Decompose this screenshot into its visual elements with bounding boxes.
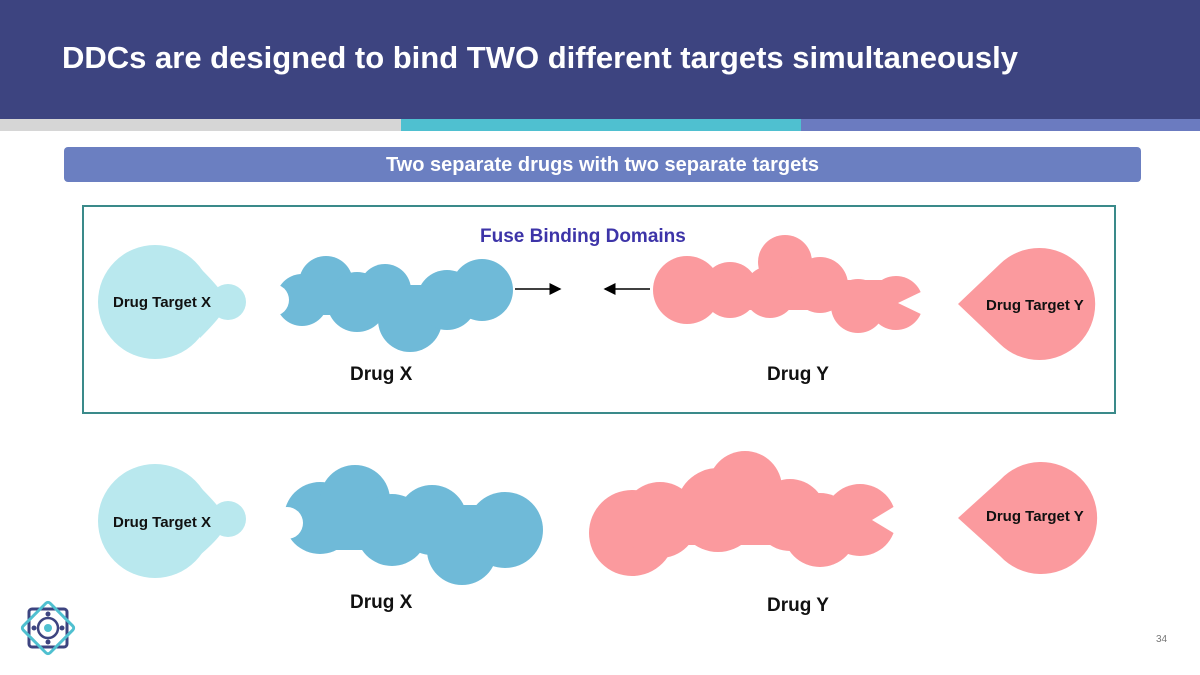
drug-target-x-label-top: Drug Target X <box>113 294 212 311</box>
drug-target-x-shape-bottom <box>98 464 246 578</box>
drug-x-shape-bottom <box>284 465 543 585</box>
header-bar <box>0 0 1200 119</box>
drug-y-label-top: Drug Y <box>767 364 829 385</box>
drug-target-y-label-top: Drug Target Y <box>986 297 1084 314</box>
drug-y-shape-top <box>653 235 923 333</box>
drug-target-y-shape-top <box>958 248 1096 360</box>
stripe-blue <box>801 119 1200 131</box>
drug-y-shape-bottom <box>589 451 896 576</box>
top-panel-frame <box>82 205 1116 414</box>
drug-y-label-bottom: Drug Y <box>767 595 829 616</box>
drug-x-label-bottom: Drug X <box>350 592 413 613</box>
drug-target-y-shape-bottom <box>958 461 1098 575</box>
drug-target-x-shape-top <box>98 245 246 359</box>
stripe-teal <box>401 119 801 131</box>
geometric-star-logo-icon <box>20 600 76 656</box>
fuse-binding-domains-label: Fuse Binding Domains <box>480 226 686 247</box>
drug-x-shape-top <box>276 256 513 352</box>
slide-title: DDCs are designed to bind TWO different … <box>62 40 1018 75</box>
page-number: 34 <box>1156 634 1168 645</box>
stripe-gray <box>0 119 401 131</box>
drug-x-label-top: Drug X <box>350 364 413 385</box>
drug-target-y-label-bottom: Drug Target Y <box>986 508 1084 525</box>
drug-target-x-label-bottom: Drug Target X <box>113 514 212 531</box>
subtitle-banner: Two separate drugs with two separate tar… <box>64 147 1141 182</box>
